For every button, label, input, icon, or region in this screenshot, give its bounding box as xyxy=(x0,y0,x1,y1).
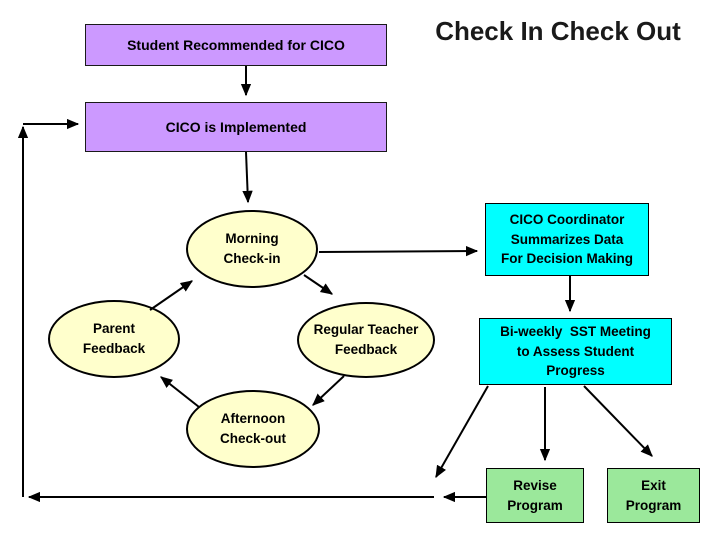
node-exit-program-label: Exit Program xyxy=(625,477,682,513)
node-parent-feedback-label: Parent Feedback xyxy=(82,321,146,356)
arrow-afternoon-to-parent xyxy=(160,376,200,408)
node-cico-coordinator: CICO Coordinator Summarizes Data For Dec… xyxy=(485,203,649,276)
node-revise-program-label: Revise Program xyxy=(507,477,563,513)
node-revise-program: Revise Program xyxy=(486,468,584,523)
node-regular-teacher-feedback-label: Regular Teacher Feedback xyxy=(313,322,419,357)
arrow-teacher-to-afternoon xyxy=(312,375,345,406)
node-cico-implemented-label: CICO is Implemented xyxy=(165,118,307,135)
node-cico-coordinator-label: CICO Coordinator Summarizes Data For Dec… xyxy=(500,212,634,267)
node-afternoon-check-out-label: Afternoon Check-out xyxy=(219,411,286,446)
node-biweekly-sst-meeting: Bi-weekly SST Meeting to Assess Student … xyxy=(479,318,672,385)
arrow-parent-to-morning xyxy=(149,280,193,311)
arrow-morning-to-teacher xyxy=(303,274,333,295)
node-student-recommended: Student Recommended for CICO xyxy=(85,24,387,66)
node-exit-program: Exit Program xyxy=(607,468,700,523)
page-title: Check In Check Out xyxy=(435,16,681,46)
node-parent-feedback: Parent Feedback xyxy=(48,300,180,378)
node-afternoon-check-out: Afternoon Check-out xyxy=(186,390,320,468)
arrow-morning-to-coordinator xyxy=(318,245,479,257)
node-regular-teacher-feedback: Regular Teacher Feedback xyxy=(297,302,435,378)
node-cico-implemented: CICO is Implemented xyxy=(85,102,387,152)
node-student-recommended-label: Student Recommended for CICO xyxy=(127,36,345,53)
node-morning-check-in: Morning Check-in xyxy=(186,210,318,288)
node-biweekly-sst-meeting-label: Bi-weekly SST Meeting to Assess Student … xyxy=(500,324,651,379)
node-morning-check-in-label: Morning Check-in xyxy=(223,231,281,266)
arrow-sst-to-feedback-loop xyxy=(435,385,489,479)
arrow-sst-to-exit xyxy=(583,385,653,457)
arrow-implemented-to-morning xyxy=(242,151,253,204)
